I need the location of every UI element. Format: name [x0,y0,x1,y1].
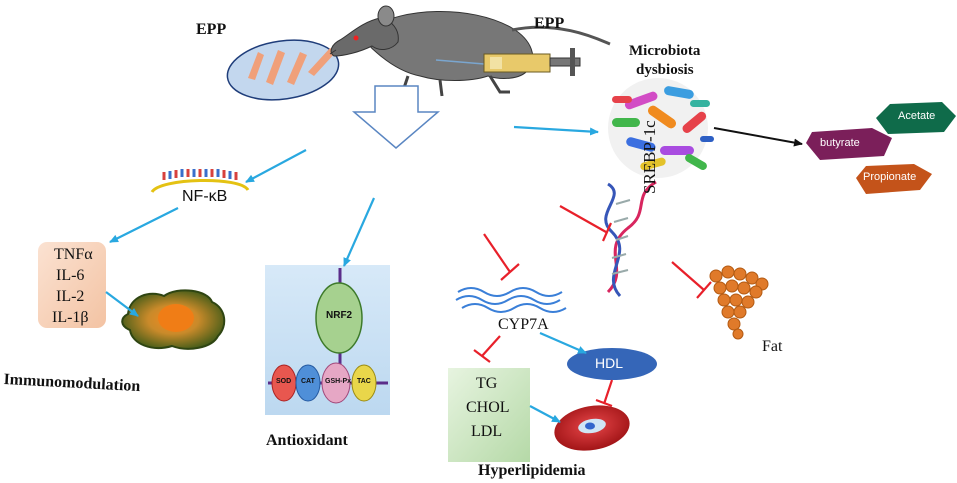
cytokine-il2: IL-2 [56,288,85,305]
lipid-chol: CHOL [466,399,510,416]
bacteria-cluster-icon [608,78,714,178]
propionate-shape [856,164,932,194]
cytokine-il6: IL-6 [56,267,85,284]
macrophage-icon [121,289,226,350]
nrf2-panel [265,265,390,415]
feed-plate-icon [226,39,340,101]
lipid-tg: TG [476,375,498,392]
cytokine-il1b: IL-1β [52,309,89,326]
antioxidant-label: Antioxidant [266,432,348,449]
receptor-membrane-icon [150,169,250,194]
hyperlipidemia-label: Hyperlipidemia [478,462,586,479]
microbiota-label-line1: Microbiota [629,43,701,59]
butyrate-label: butyrate [820,137,860,149]
cytokine-tnfa: TNFα [54,246,93,263]
propionate-label: Propionate [863,171,917,183]
inhibition-lines [473,205,712,408]
fat-cluster-icon [709,265,769,340]
microbiota-arrow [713,127,803,147]
activation-arrows [105,125,599,423]
enzyme-sod: SOD [276,378,292,385]
cytokine-box [38,242,106,328]
enzyme-tac: TAC [357,378,371,385]
epp-injection-label: EPP [534,15,565,32]
microbiota-label-line2: dysbiosis [636,62,694,78]
lipid-ldl: LDL [471,423,503,440]
acetate-shape [876,102,956,134]
fat-label: Fat [762,338,783,355]
cyp7a-label: CYP7A [498,316,549,333]
acetate-label: Acetate [898,110,936,122]
syringe-icon [435,48,581,76]
central-down-arrow [351,85,441,149]
epp-oral-label: EPP [196,21,227,38]
butyrate-shape [806,128,892,160]
red-blood-cell-icon [554,405,630,451]
dna-helix-icon [604,180,657,298]
hdl-label: HDL [595,355,624,371]
enzyme-gshpx: GSH-Px [325,378,352,385]
enzyme-cat: CAT [301,378,315,385]
nfkb-label: NF-κB [182,188,228,205]
cyp7a-gene-icon [455,287,567,313]
srebp-label: SREBP-1c [640,120,659,194]
lipid-box [448,368,530,462]
nrf2-label: NRF2 [326,310,353,321]
hdl-shape [567,348,657,380]
rat-icon [329,5,611,97]
